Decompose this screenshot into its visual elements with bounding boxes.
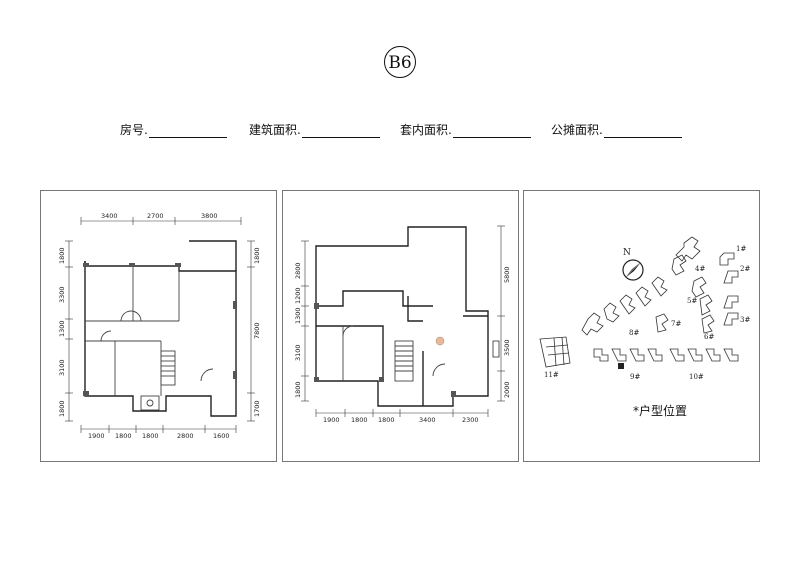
unit-location-marker bbox=[618, 363, 624, 369]
building-label-11: 11# bbox=[544, 371, 559, 379]
upper-left-dim-3: 1300 bbox=[294, 307, 302, 324]
lower-left-dim-4: 3100 bbox=[58, 359, 66, 376]
unit-location-caption: *户型位置 bbox=[633, 404, 688, 418]
lower-bottom-dim-3: 1800 bbox=[142, 432, 159, 440]
shared-area-blank[interactable] bbox=[603, 125, 682, 138]
site-location-panel: N bbox=[523, 190, 760, 462]
building-label-3: 3# bbox=[740, 316, 750, 324]
room-number-field: 房号. bbox=[120, 121, 227, 138]
interior-area-label: 套内面积. bbox=[400, 123, 452, 137]
building-label-5: 5# bbox=[687, 297, 697, 305]
gross-area-label: 建筑面积. bbox=[249, 123, 301, 137]
upper-bottom-dim-1: 1900 bbox=[323, 416, 340, 424]
upper-right-dim-3: 2000 bbox=[503, 381, 511, 398]
lower-left-dim-2: 3300 bbox=[58, 286, 66, 303]
shared-area-field: 公摊面积. bbox=[551, 121, 682, 138]
room-number-label: 房号. bbox=[120, 123, 148, 137]
lower-left-dim-3: 1300 bbox=[58, 320, 66, 337]
lower-floor-plan: 3400 2700 3800 1900 1800 1800 2800 1600 … bbox=[58, 212, 261, 440]
building-label-7: 7# bbox=[671, 320, 681, 328]
gross-area-blank[interactable] bbox=[301, 125, 380, 138]
upper-left-dim-1: 2800 bbox=[294, 262, 302, 279]
interior-area-blank[interactable] bbox=[452, 125, 531, 138]
upper-left-dim-4: 3100 bbox=[294, 344, 302, 361]
shared-area-label: 公摊面积. bbox=[551, 123, 603, 137]
room-number-blank[interactable] bbox=[148, 125, 227, 138]
compass-icon bbox=[622, 259, 644, 281]
lower-bottom-dim-5: 1600 bbox=[213, 432, 230, 440]
unit-type-badge: B6 bbox=[384, 46, 416, 78]
lower-right-dim-1: 1800 bbox=[253, 247, 261, 264]
ceiling-light-icon bbox=[435, 336, 445, 346]
interior-area-field: 套内面积. bbox=[400, 121, 531, 138]
lower-bottom-dim-2: 1800 bbox=[115, 432, 132, 440]
north-label: N bbox=[623, 248, 631, 258]
building-label-6: 6# bbox=[704, 333, 714, 341]
upper-bottom-dim-2: 1800 bbox=[351, 416, 368, 424]
lower-top-dim-1: 3400 bbox=[101, 212, 118, 220]
lower-bottom-dim-4: 2800 bbox=[177, 432, 194, 440]
upper-floor-plan: 2800 1200 1300 3100 1800 5800 3500 2000 … bbox=[294, 225, 511, 424]
upper-bottom-dim-3: 1800 bbox=[378, 416, 395, 424]
lower-bottom-dim-1: 1900 bbox=[88, 432, 105, 440]
building-label-1: 1# bbox=[736, 245, 746, 253]
upper-left-dim-5: 1800 bbox=[294, 381, 302, 398]
upper-right-dim-2: 3500 bbox=[503, 339, 511, 356]
building-label-2: 2# bbox=[740, 265, 750, 273]
upper-bottom-dim-5: 2300 bbox=[462, 416, 479, 424]
lower-left-dim-1: 1800 bbox=[58, 247, 66, 264]
site-location-map: N bbox=[539, 236, 750, 381]
lower-right-dim-2: 7800 bbox=[253, 322, 261, 339]
lower-floor-plan-panel: 3400 2700 3800 1900 1800 1800 2800 1600 … bbox=[40, 190, 277, 462]
building-blocks bbox=[539, 236, 739, 368]
lower-top-dim-3: 3800 bbox=[201, 212, 218, 220]
lower-right-dim-3: 1700 bbox=[253, 400, 261, 417]
gross-area-field: 建筑面积. bbox=[249, 121, 380, 138]
lower-top-dim-2: 2700 bbox=[147, 212, 164, 220]
upper-floor-plan-panel: 2800 1200 1300 3100 1800 5800 3500 2000 … bbox=[282, 190, 519, 462]
building-label-4: 4# bbox=[695, 265, 705, 273]
building-label-8: 8# bbox=[629, 329, 639, 337]
upper-right-dim-1: 5800 bbox=[503, 266, 511, 283]
building-label-9: 9# bbox=[630, 373, 640, 381]
building-label-10: 10# bbox=[689, 373, 704, 381]
upper-left-dim-2: 1200 bbox=[294, 287, 302, 304]
upper-bottom-dim-4: 3400 bbox=[419, 416, 436, 424]
lower-left-dim-5: 1800 bbox=[58, 400, 66, 417]
